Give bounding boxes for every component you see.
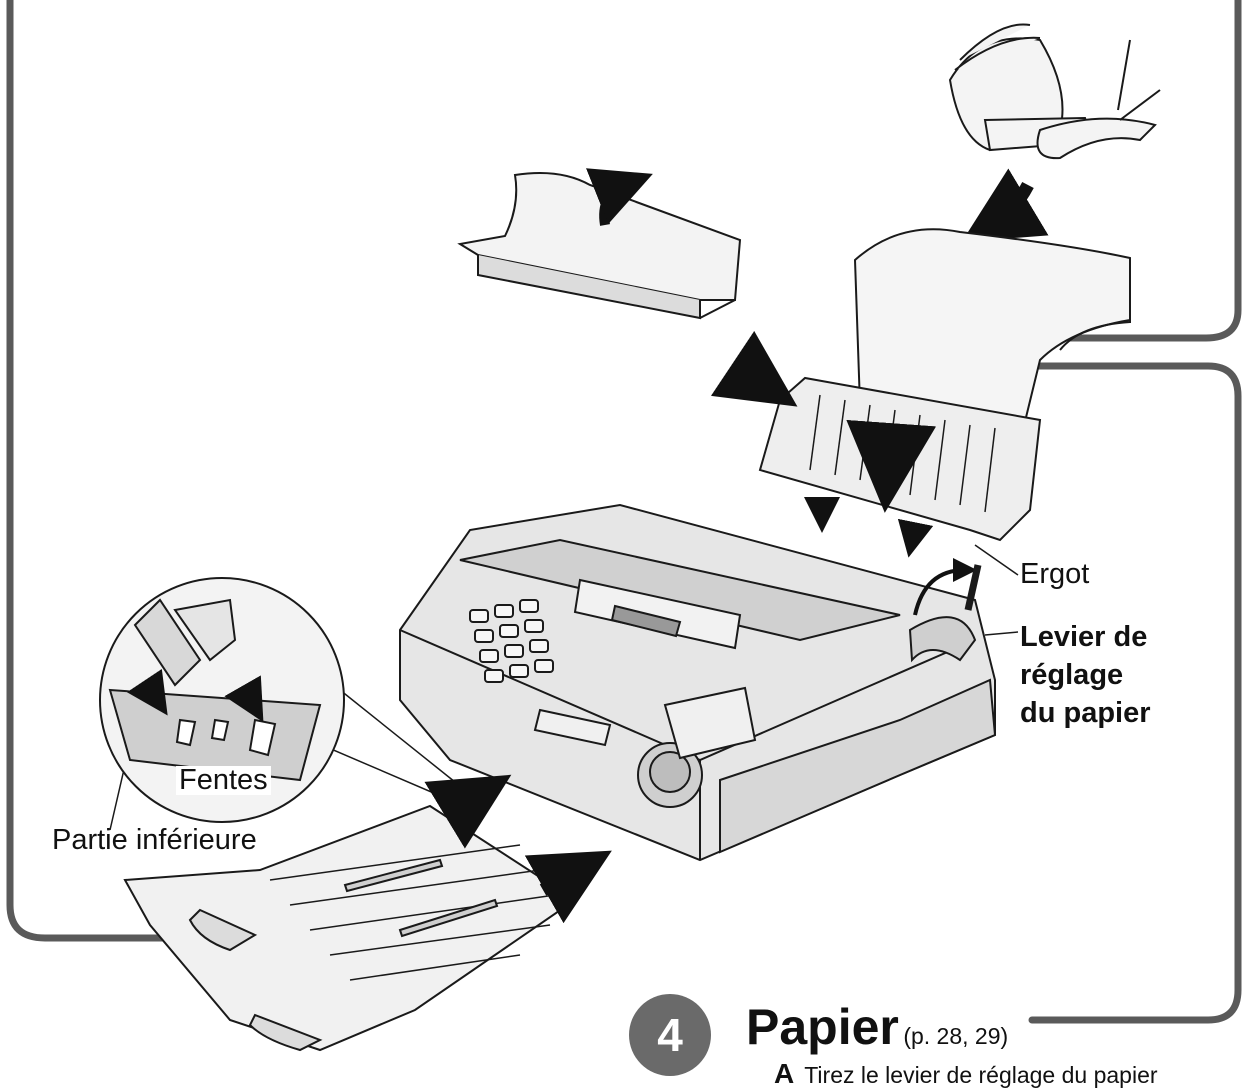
small-down-arrow-icon <box>126 668 168 716</box>
label-paper-lever: Levier de réglage du papier <box>1020 618 1151 732</box>
label-paper-lever-line: réglage <box>1020 659 1124 691</box>
page-reference: (p. 28, 29) <box>903 1023 1009 1049</box>
label-paper-lever-line: du papier <box>1020 697 1151 729</box>
document-tray-icon <box>123 804 577 1052</box>
lever-rotate-arrow-icon <box>913 558 977 616</box>
insert-arrow-icon <box>524 850 612 924</box>
section-title: Papier (p. 28, 29) <box>746 998 1008 1056</box>
curved-arrow-icon <box>961 168 1049 243</box>
rotate-arrow-icon <box>585 168 653 226</box>
instruction-text: Tirez le levier de réglage du papier <box>804 1062 1158 1088</box>
label-slots: Fentes <box>176 766 271 795</box>
instruction-letter: A <box>774 1058 795 1089</box>
insert-arrow-icon <box>424 774 512 849</box>
insert-arrow-icon <box>710 330 798 407</box>
instruction-line: A Tirez le levier de réglage du papier <box>774 1058 1158 1090</box>
down-arrow-icon <box>846 419 937 513</box>
frame-lines <box>6 0 1242 1024</box>
section-title-text: Papier <box>746 999 899 1055</box>
paper-cover-icon <box>457 172 742 320</box>
step-number-badge: 4 <box>629 994 711 1076</box>
lever-icon <box>964 564 982 611</box>
detail-magnifier-icon <box>99 577 345 823</box>
label-pin: Ergot <box>1020 558 1090 590</box>
paper-stack-hand-icon <box>948 23 1161 160</box>
label-paper-lever-line: Levier de <box>1020 621 1148 653</box>
fax-machine-icon <box>399 503 997 862</box>
paper-tray-icon <box>758 228 1131 542</box>
label-bottom-part: Partie inférieure <box>52 824 257 856</box>
small-down-arrow-icon <box>224 675 264 723</box>
small-down-arrow-icon <box>897 518 934 558</box>
